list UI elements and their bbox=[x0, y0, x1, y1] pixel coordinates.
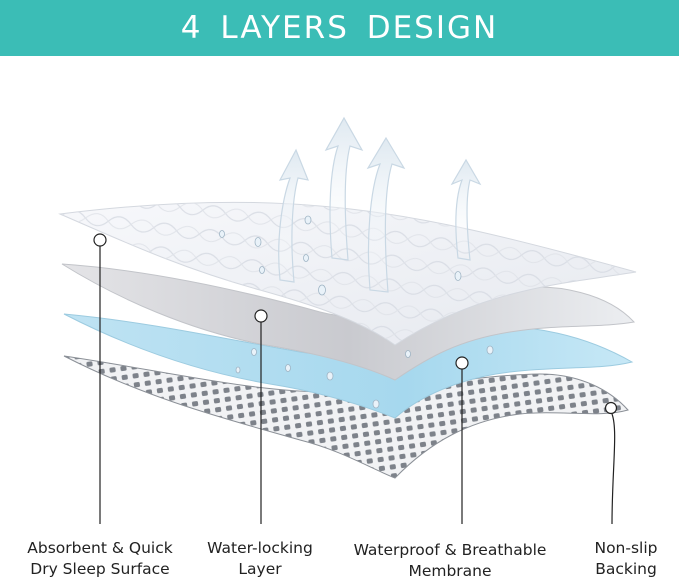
label-waterproof-membrane: Waterproof & Breathable Membrane bbox=[338, 540, 562, 582]
callout-marker-3 bbox=[455, 356, 469, 370]
callout-marker-4 bbox=[604, 401, 618, 415]
label-line: Layer bbox=[238, 560, 282, 578]
label-line: Absorbent & Quick bbox=[27, 539, 173, 557]
label-line: Water-locking bbox=[207, 539, 313, 557]
label-line: Non-slip bbox=[594, 539, 658, 557]
label-absorbent-surface: Absorbent & Quick Dry Sleep Surface bbox=[14, 538, 186, 580]
label-line: Membrane bbox=[408, 562, 492, 580]
label-water-locking: Water-locking Layer bbox=[190, 538, 330, 580]
title-banner: 4 LAYERS DESIGN bbox=[0, 0, 679, 56]
water-droplet-icon bbox=[219, 215, 494, 409]
callout-lines bbox=[93, 233, 618, 525]
label-non-slip-backing: Non-slip Backing bbox=[584, 538, 668, 580]
label-line: Backing bbox=[595, 560, 657, 578]
banner-title: 4 LAYERS DESIGN bbox=[180, 10, 499, 46]
label-line: Dry Sleep Surface bbox=[30, 560, 170, 578]
layer-waterproof-membrane bbox=[63, 313, 634, 419]
upward-airflow-arrows-icon bbox=[278, 116, 482, 293]
callout-marker-2 bbox=[254, 309, 268, 323]
label-line: Waterproof & Breathable bbox=[353, 541, 547, 559]
layers-illustration bbox=[58, 116, 637, 525]
callout-marker-1 bbox=[93, 233, 107, 247]
